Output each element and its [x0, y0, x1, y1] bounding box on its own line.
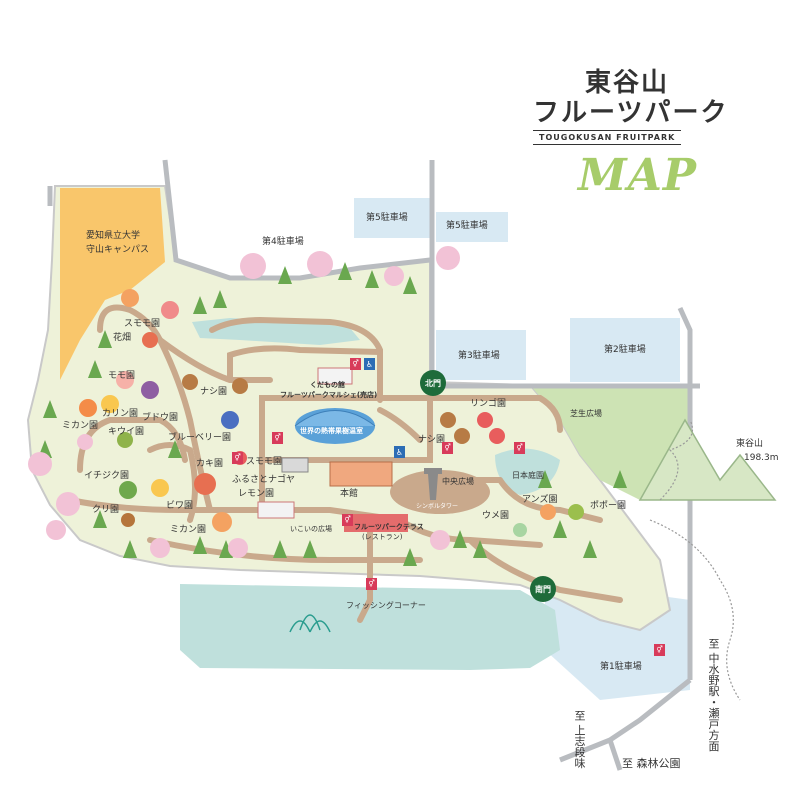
- restroom-icon: ⚥: [442, 442, 453, 454]
- cherry-blossoms: [28, 246, 460, 558]
- north-gate-marker[interactable]: 北門: [420, 370, 446, 396]
- restroom-icon: ⚥: [514, 442, 525, 454]
- lawn-area: [530, 385, 690, 500]
- outer-roads: [47, 159, 700, 771]
- pear-orchard-right-label: ナシ園: [418, 435, 446, 445]
- plum-orchard-label: ウメ園: [482, 511, 510, 521]
- restroom-icon: ⚥: [366, 578, 377, 590]
- pear-orchard-left-label: ナシ園: [200, 387, 228, 397]
- persimmon-orchard-label: カキ園: [196, 459, 224, 469]
- wheelchair-icon: ♿: [364, 358, 375, 370]
- pawpaw-orchard-label: ポポー園: [590, 501, 627, 511]
- greenhouse-dome: [294, 408, 376, 444]
- loquat-orchard-label: ビワ園: [166, 501, 194, 511]
- terrace-label-1: フルーツパークテラス: [354, 523, 424, 531]
- restroom-icon: ⚥: [350, 358, 361, 370]
- flower-field-label: 花畑: [113, 333, 132, 343]
- fig-orchard-label: イチジク園: [84, 471, 130, 481]
- direction-kamishidami-label: 至 上志段味: [573, 710, 586, 769]
- symbol-tower: [424, 468, 442, 500]
- university-area: [60, 188, 165, 380]
- apricot-orchard-label: アンズ園: [522, 495, 558, 505]
- parking-4-label: 第4駐車場: [262, 237, 304, 247]
- parking-3-label: 第3駐車場: [458, 351, 500, 361]
- karin-orchard-label: カリン園: [102, 409, 139, 419]
- sumomo-orchard-mid-label: スモモ園: [246, 457, 283, 467]
- mountain-inset: [638, 418, 777, 701]
- fountain: [289, 614, 331, 633]
- parking-1-label: 第1駐車場: [600, 662, 642, 672]
- map-title-romaji: TOUGOKUSAN FRUITPARK: [533, 130, 682, 145]
- blueberry-orchard-label: ブルーベリー園: [168, 433, 232, 443]
- grape-orchard-label: ブドウ園: [142, 413, 179, 423]
- greenhouse-label: 世界の熱帯果樹温室: [300, 427, 363, 435]
- sumomo-orchard-top-label: スモモ園: [124, 319, 161, 329]
- ikoi-plaza-label: いこいの広場: [290, 525, 332, 533]
- chestnut-orchard-label: クリ園: [92, 505, 120, 515]
- map-title-line1: 東谷山: [585, 68, 670, 98]
- restroom-icon: ⚥: [232, 452, 243, 464]
- mikan-orchard-left-label: ミカン園: [62, 421, 99, 431]
- mountain-name-label: 東谷山: [736, 439, 764, 449]
- restroom-icon: ⚥: [342, 514, 353, 526]
- university-label-2: 守山キャンパス: [86, 245, 150, 255]
- lake: [180, 584, 560, 670]
- peach-orchard-label: モモ園: [108, 371, 136, 381]
- trees: [38, 262, 627, 566]
- mikan-orchard-bottom-label: ミカン園: [170, 525, 207, 535]
- terrace-label-2: (レストラン): [362, 533, 403, 541]
- central-plaza: [390, 470, 490, 514]
- university-label-1: 愛知県立大学: [86, 231, 141, 241]
- fruits: [79, 289, 584, 537]
- japanese-garden-label: 日本庭園: [512, 471, 544, 480]
- south-gate-marker[interactable]: 南門: [530, 576, 556, 602]
- parking-5a-label: 第5駐車場: [366, 213, 408, 223]
- parking-2-label: 第2駐車場: [604, 345, 646, 355]
- lawn-plaza-label: 芝生広場: [570, 409, 602, 418]
- kudamono-hall-label-2: フルーツパークマルシェ(売店): [280, 391, 378, 399]
- map-title-map: MAP: [578, 150, 697, 201]
- kudamono-hall-label-1: くだもの館: [310, 381, 345, 389]
- buildings: [257, 367, 408, 532]
- parking-5b-label: 第5駐車場: [446, 221, 488, 231]
- apple-orchard-label: リンゴ園: [470, 399, 507, 409]
- symbol-tower-label: シンボルタワー: [416, 503, 459, 510]
- map-title-line2: フルーツパーク: [533, 98, 729, 128]
- main-hall-label: 本館: [340, 489, 359, 499]
- mountain-elevation-label: 198.3m: [744, 453, 779, 463]
- furusato-lemon-label-2: レモン園: [238, 489, 275, 499]
- central-plaza-label: 中央広場: [442, 477, 474, 486]
- restroom-icon: ⚥: [272, 432, 283, 444]
- kiwi-orchard-label: キウイ園: [108, 427, 145, 437]
- restroom-icon: ⚥: [654, 644, 665, 656]
- direction-forest-park-label: 至 森林公園: [622, 757, 681, 770]
- furusato-lemon-label-1: ふるさとナゴヤ: [232, 475, 296, 485]
- direction-nakamizuno-label: 至 中水野駅・瀬戸方面: [707, 638, 720, 752]
- wheelchair-icon: ♿: [394, 446, 405, 458]
- fishing-corner-label: フィッシングコーナー: [346, 601, 426, 610]
